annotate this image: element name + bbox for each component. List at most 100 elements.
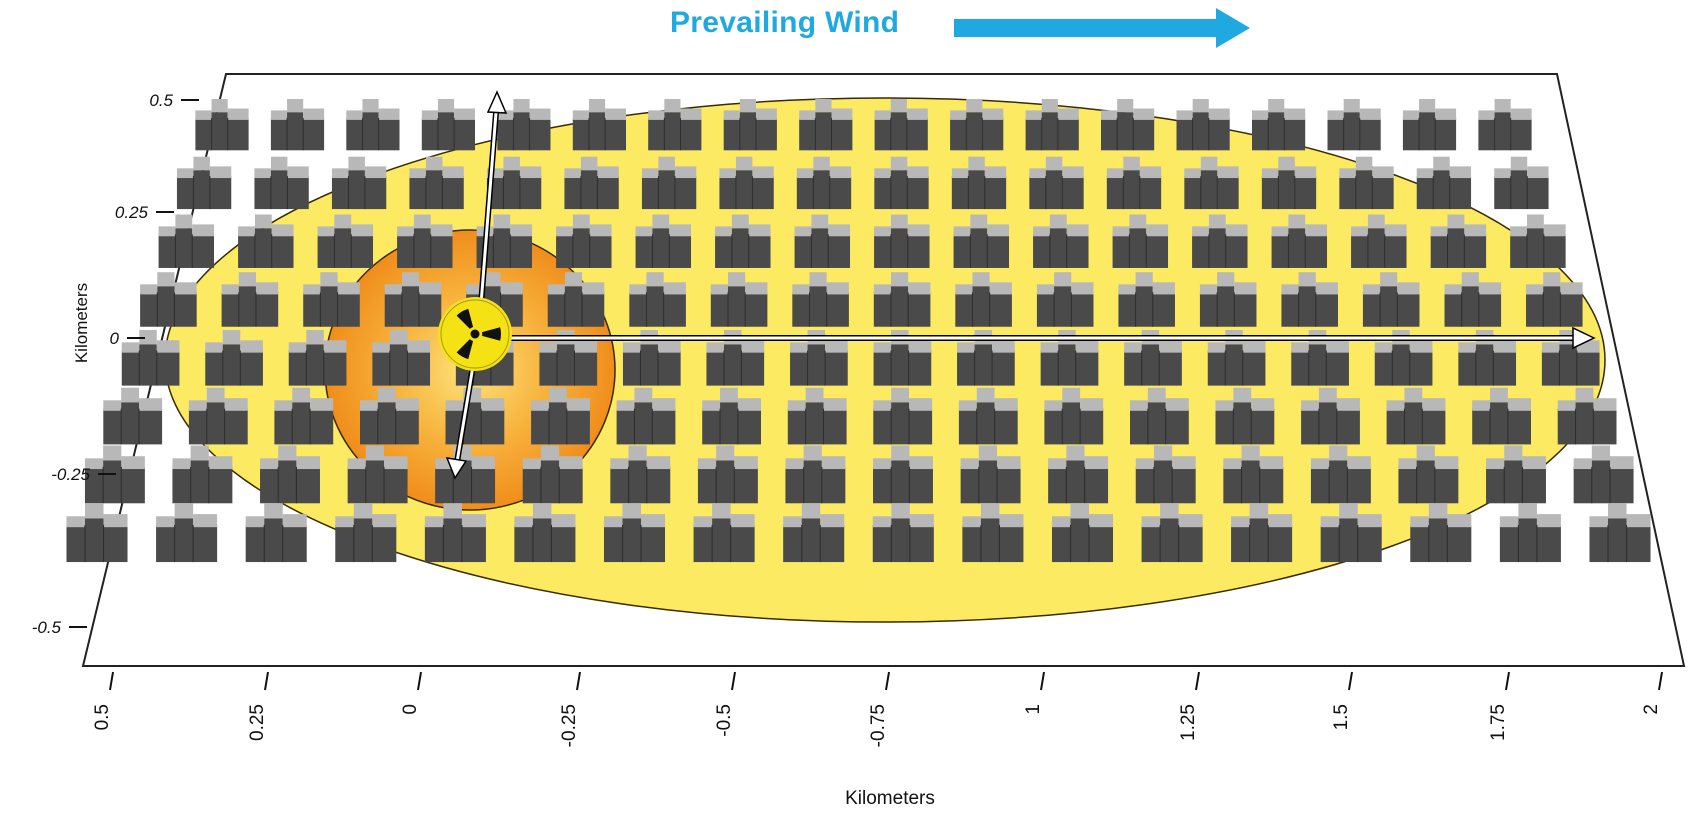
- building-block-icon: [1048, 445, 1109, 504]
- building-block-icon: [1051, 503, 1114, 563]
- x-tick-mark: [1195, 671, 1200, 691]
- building-block-icon: [603, 503, 666, 563]
- building-block-icon: [564, 156, 619, 210]
- building-block-icon: [1261, 156, 1317, 210]
- building-block-icon: [785, 445, 846, 504]
- building-block-icon: [397, 214, 453, 268]
- building-block-icon: [1112, 214, 1169, 268]
- building-block-icon: [66, 503, 128, 563]
- building-block-icon: [1573, 445, 1634, 504]
- x-tick-mark: [1658, 671, 1663, 691]
- x-tick-label: 0.5: [92, 704, 113, 730]
- y-tick-label: -0.25: [51, 465, 90, 484]
- building-block-icon: [1044, 387, 1104, 445]
- building-block-icon: [1184, 156, 1239, 210]
- building-block-icon: [799, 99, 853, 151]
- building-block-icon: [715, 214, 771, 268]
- building-block-icon: [710, 272, 768, 327]
- building-block-icon: [1215, 387, 1275, 445]
- building-block-icon: [1029, 156, 1084, 210]
- building-block-icon: [121, 330, 180, 386]
- building-block-icon: [238, 214, 294, 268]
- building-block-icon: [331, 156, 387, 210]
- building-block-icon: [547, 272, 605, 327]
- building-block-icon: [616, 387, 676, 445]
- x-tick-label: -0.5: [714, 704, 735, 737]
- x-tick-mark: [417, 671, 422, 691]
- building-block-icon: [303, 272, 360, 327]
- building-block-icon: [1589, 503, 1651, 563]
- x-tick-mark: [1040, 671, 1045, 691]
- building-block-icon: [794, 214, 851, 268]
- building-block-icon: [195, 99, 249, 151]
- building-block-icon: [1494, 156, 1549, 210]
- building-block-icon: [1310, 445, 1371, 504]
- building-block-icon: [156, 503, 218, 563]
- building-block-icon: [274, 387, 334, 445]
- y-tick-label: 0: [110, 329, 120, 348]
- building-block-icon: [950, 99, 1004, 151]
- building-block-icon: [873, 387, 933, 445]
- building-block-icon: [1410, 503, 1472, 563]
- building-block-icon: [1486, 445, 1546, 504]
- x-tick-label: 0.25: [247, 704, 268, 741]
- building-block-icon: [514, 503, 576, 563]
- wind-arrow-icon: [954, 8, 1250, 48]
- building-block-icon: [1510, 214, 1566, 268]
- building-block-icon: [140, 272, 197, 327]
- building-block-icon: [629, 272, 686, 327]
- building-block-icon: [1118, 272, 1175, 327]
- building-block-icon: [635, 214, 692, 268]
- building-block-icon: [424, 503, 486, 563]
- radius-arrows: [445, 90, 1596, 480]
- building-block-icon: [1416, 156, 1472, 210]
- prevailing-wind-title: Prevailing Wind: [670, 6, 900, 39]
- building-block-icon: [84, 445, 145, 504]
- building-block-icon: [1106, 156, 1162, 210]
- building-block-icon: [172, 445, 233, 504]
- building-block-icon: [1478, 99, 1532, 151]
- radiation-hazard-icon: [438, 297, 512, 371]
- building-block-icon: [245, 503, 307, 563]
- x-tick-mark: [731, 671, 736, 691]
- building-block-icon: [1472, 387, 1531, 445]
- building-block-icon: [1444, 272, 1502, 327]
- building-block-icon: [1526, 272, 1583, 327]
- x-tick-label: -0.75: [868, 704, 889, 747]
- building-block-icon: [1398, 445, 1459, 504]
- building-block-icon: [783, 503, 845, 563]
- building-block-icon: [953, 214, 1010, 268]
- building-block-icon: [1351, 214, 1407, 268]
- building-block-icon: [796, 156, 852, 210]
- building-block-icon: [610, 445, 671, 504]
- building-block-icon: [409, 156, 464, 210]
- building-block-icon: [1176, 99, 1230, 151]
- building-block-icon: [360, 387, 419, 445]
- building-block-icon: [792, 272, 849, 327]
- building-block-icon: [1339, 156, 1394, 210]
- building-block-icon: [1557, 387, 1617, 445]
- building-block-icon: [874, 99, 928, 151]
- building-grid: [66, 99, 1651, 563]
- building-block-icon: [874, 214, 930, 268]
- building-block-icon: [706, 330, 765, 386]
- building-block-icon: [486, 156, 542, 210]
- building-block-icon: [572, 99, 626, 151]
- building-block-icon: [522, 445, 583, 504]
- building-block-icon: [951, 156, 1007, 210]
- building-block-icon: [260, 445, 320, 504]
- building-block-icon: [1541, 330, 1600, 386]
- building-block-icon: [1386, 387, 1446, 445]
- building-block-icon: [254, 156, 309, 210]
- building-block-icon: [288, 330, 347, 386]
- building-block-icon: [1301, 387, 1360, 445]
- building-block-icon: [1199, 272, 1257, 327]
- building-block-icon: [1025, 99, 1079, 151]
- building-block-icon: [270, 99, 325, 151]
- y-tick-label: 0.25: [115, 203, 149, 222]
- building-block-icon: [1124, 330, 1182, 386]
- y-tick-label: 0.5: [149, 91, 173, 110]
- x-tick-mark: [576, 671, 581, 691]
